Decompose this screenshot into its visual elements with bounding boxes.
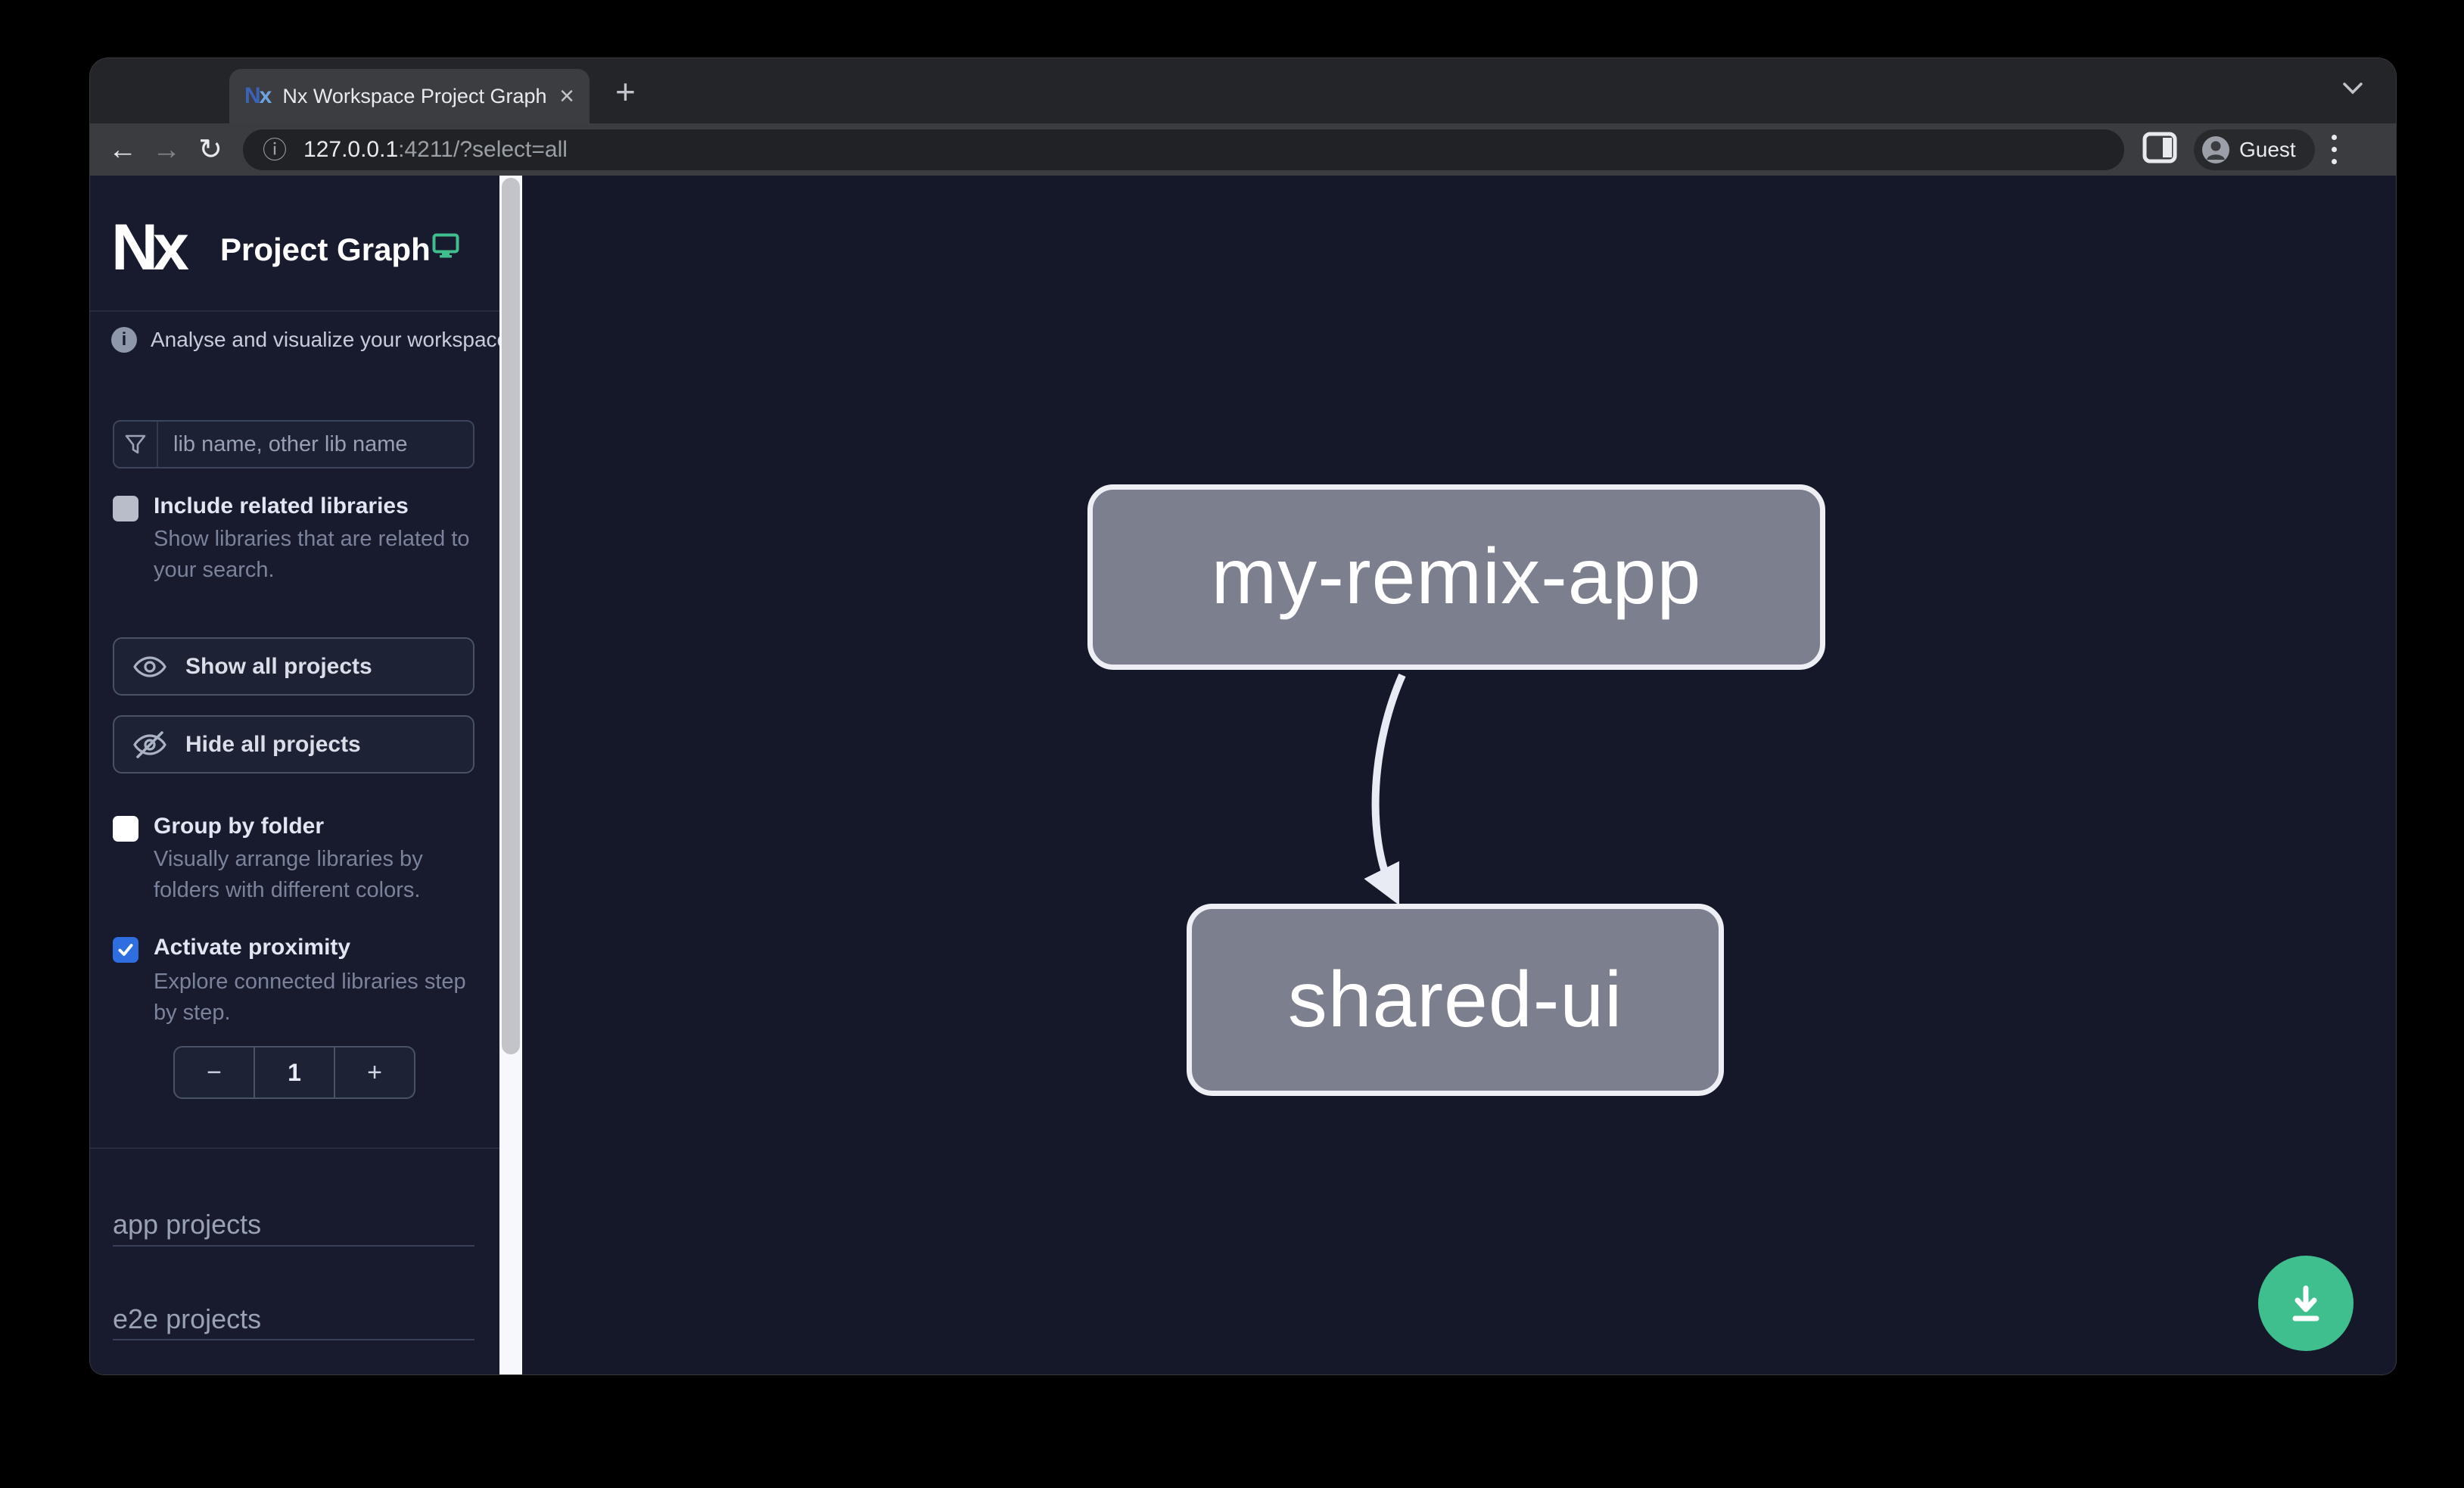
group-by-folder-checkbox[interactable] [113, 816, 138, 842]
tab-strip: Nx Nx Workspace Project Graph × + [90, 58, 2396, 163]
node-shared-ui[interactable]: shared-ui [1187, 904, 1724, 1096]
profile-button[interactable]: Guest [2194, 129, 2315, 170]
reload-button[interactable]: ↻ [198, 133, 222, 166]
page-title: Project Graph [220, 232, 431, 267]
hide-all-projects-label: Hide all projects [185, 731, 361, 757]
nx-logo: Nx [111, 211, 189, 284]
section-app-projects: app projects [113, 1209, 262, 1240]
download-image-button[interactable] [2258, 1256, 2354, 1351]
filter-icon [114, 422, 158, 467]
edge-my-remix-app-to-shared-ui [1364, 673, 1406, 905]
workspace-tagline: Analyse and visualize your workspace. [151, 328, 515, 351]
hide-all-projects-button[interactable]: Hide all projects [113, 715, 474, 774]
overflow-menu-icon[interactable] [2332, 135, 2337, 164]
graph-canvas[interactable]: my-remix-app shared-ui [522, 176, 2396, 1374]
check-icon [118, 944, 133, 956]
group-by-folder-label: Group by folder [154, 814, 324, 839]
download-icon [2292, 1285, 2319, 1321]
url-text: 127.0.0.1:4211/?select=all [303, 137, 568, 163]
back-button[interactable]: ← [108, 133, 137, 166]
browser-window: Nx Nx Workspace Project Graph × + ← → ↻ … [90, 58, 2396, 1374]
divider [90, 310, 499, 312]
activate-proximity-checkbox[interactable] [113, 937, 138, 963]
divider [90, 1147, 499, 1149]
browser-tab[interactable]: Nx Nx Workspace Project Graph × [229, 69, 590, 123]
avatar-icon [2202, 135, 2229, 163]
search-box [113, 420, 474, 469]
info-icon: i [111, 327, 137, 353]
show-all-projects-button[interactable]: Show all projects [113, 637, 474, 696]
chevron-down-icon[interactable] [2340, 79, 2366, 101]
group-by-folder-description: Visually arrange libraries by folders wi… [154, 847, 423, 902]
forward-button[interactable]: → [152, 133, 181, 166]
browser-toolbar: ← → ↻ ⓘ 127.0.0.1:4211/?select=all Guest [90, 123, 2396, 176]
sidebar-scrollbar-track [499, 176, 522, 1374]
node-label: my-remix-app [1211, 533, 1702, 621]
url-host: 127.0.0.1 [303, 136, 399, 162]
page-info-icon[interactable]: ⓘ [263, 135, 288, 163]
monitor-icon[interactable] [432, 233, 459, 263]
activate-proximity-label: Activate proximity [154, 935, 351, 960]
section-e2e-projects: e2e projects [113, 1303, 262, 1334]
node-label: shared-ui [1287, 955, 1623, 1044]
close-tab-icon[interactable]: × [559, 82, 574, 111]
sidebar: Nx Project Graph i Analyse and visualize… [90, 176, 522, 1374]
node-my-remix-app[interactable]: my-remix-app [1087, 484, 1825, 670]
include-related-label: Include related libraries [154, 493, 409, 518]
divider [113, 1245, 474, 1247]
activate-proximity-description: Explore connected libraries step by step… [154, 970, 466, 1025]
new-tab-button[interactable]: + [615, 72, 636, 111]
address-bar[interactable]: ⓘ 127.0.0.1:4211/?select=all [243, 129, 2124, 170]
proximity-value: 1 [254, 1048, 334, 1097]
page-content: Nx Project Graph i Analyse and visualize… [90, 176, 2396, 1374]
nx-favicon-icon: Nx [244, 83, 272, 108]
include-related-description: Show libraries that are related to your … [154, 527, 470, 582]
eye-icon [133, 655, 166, 677]
divider [113, 1339, 474, 1340]
side-panel-icon[interactable] [2142, 131, 2177, 168]
profile-label: Guest [2239, 137, 2296, 161]
include-related-checkbox[interactable] [113, 496, 138, 521]
url-path: :4211/?select=all [398, 136, 568, 162]
eye-off-icon [133, 730, 166, 758]
search-input[interactable] [158, 422, 473, 467]
proximity-stepper: − 1 + [173, 1046, 415, 1099]
show-all-projects-label: Show all projects [185, 653, 372, 679]
tab-title: Nx Workspace Project Graph [282, 84, 547, 107]
sidebar-scrollbar-thumb[interactable] [502, 178, 520, 1054]
proximity-increment-button[interactable]: + [334, 1048, 414, 1097]
workspace-tagline-row: i Analyse and visualize your workspace. [111, 327, 515, 353]
proximity-decrement-button[interactable]: − [207, 1057, 222, 1087]
